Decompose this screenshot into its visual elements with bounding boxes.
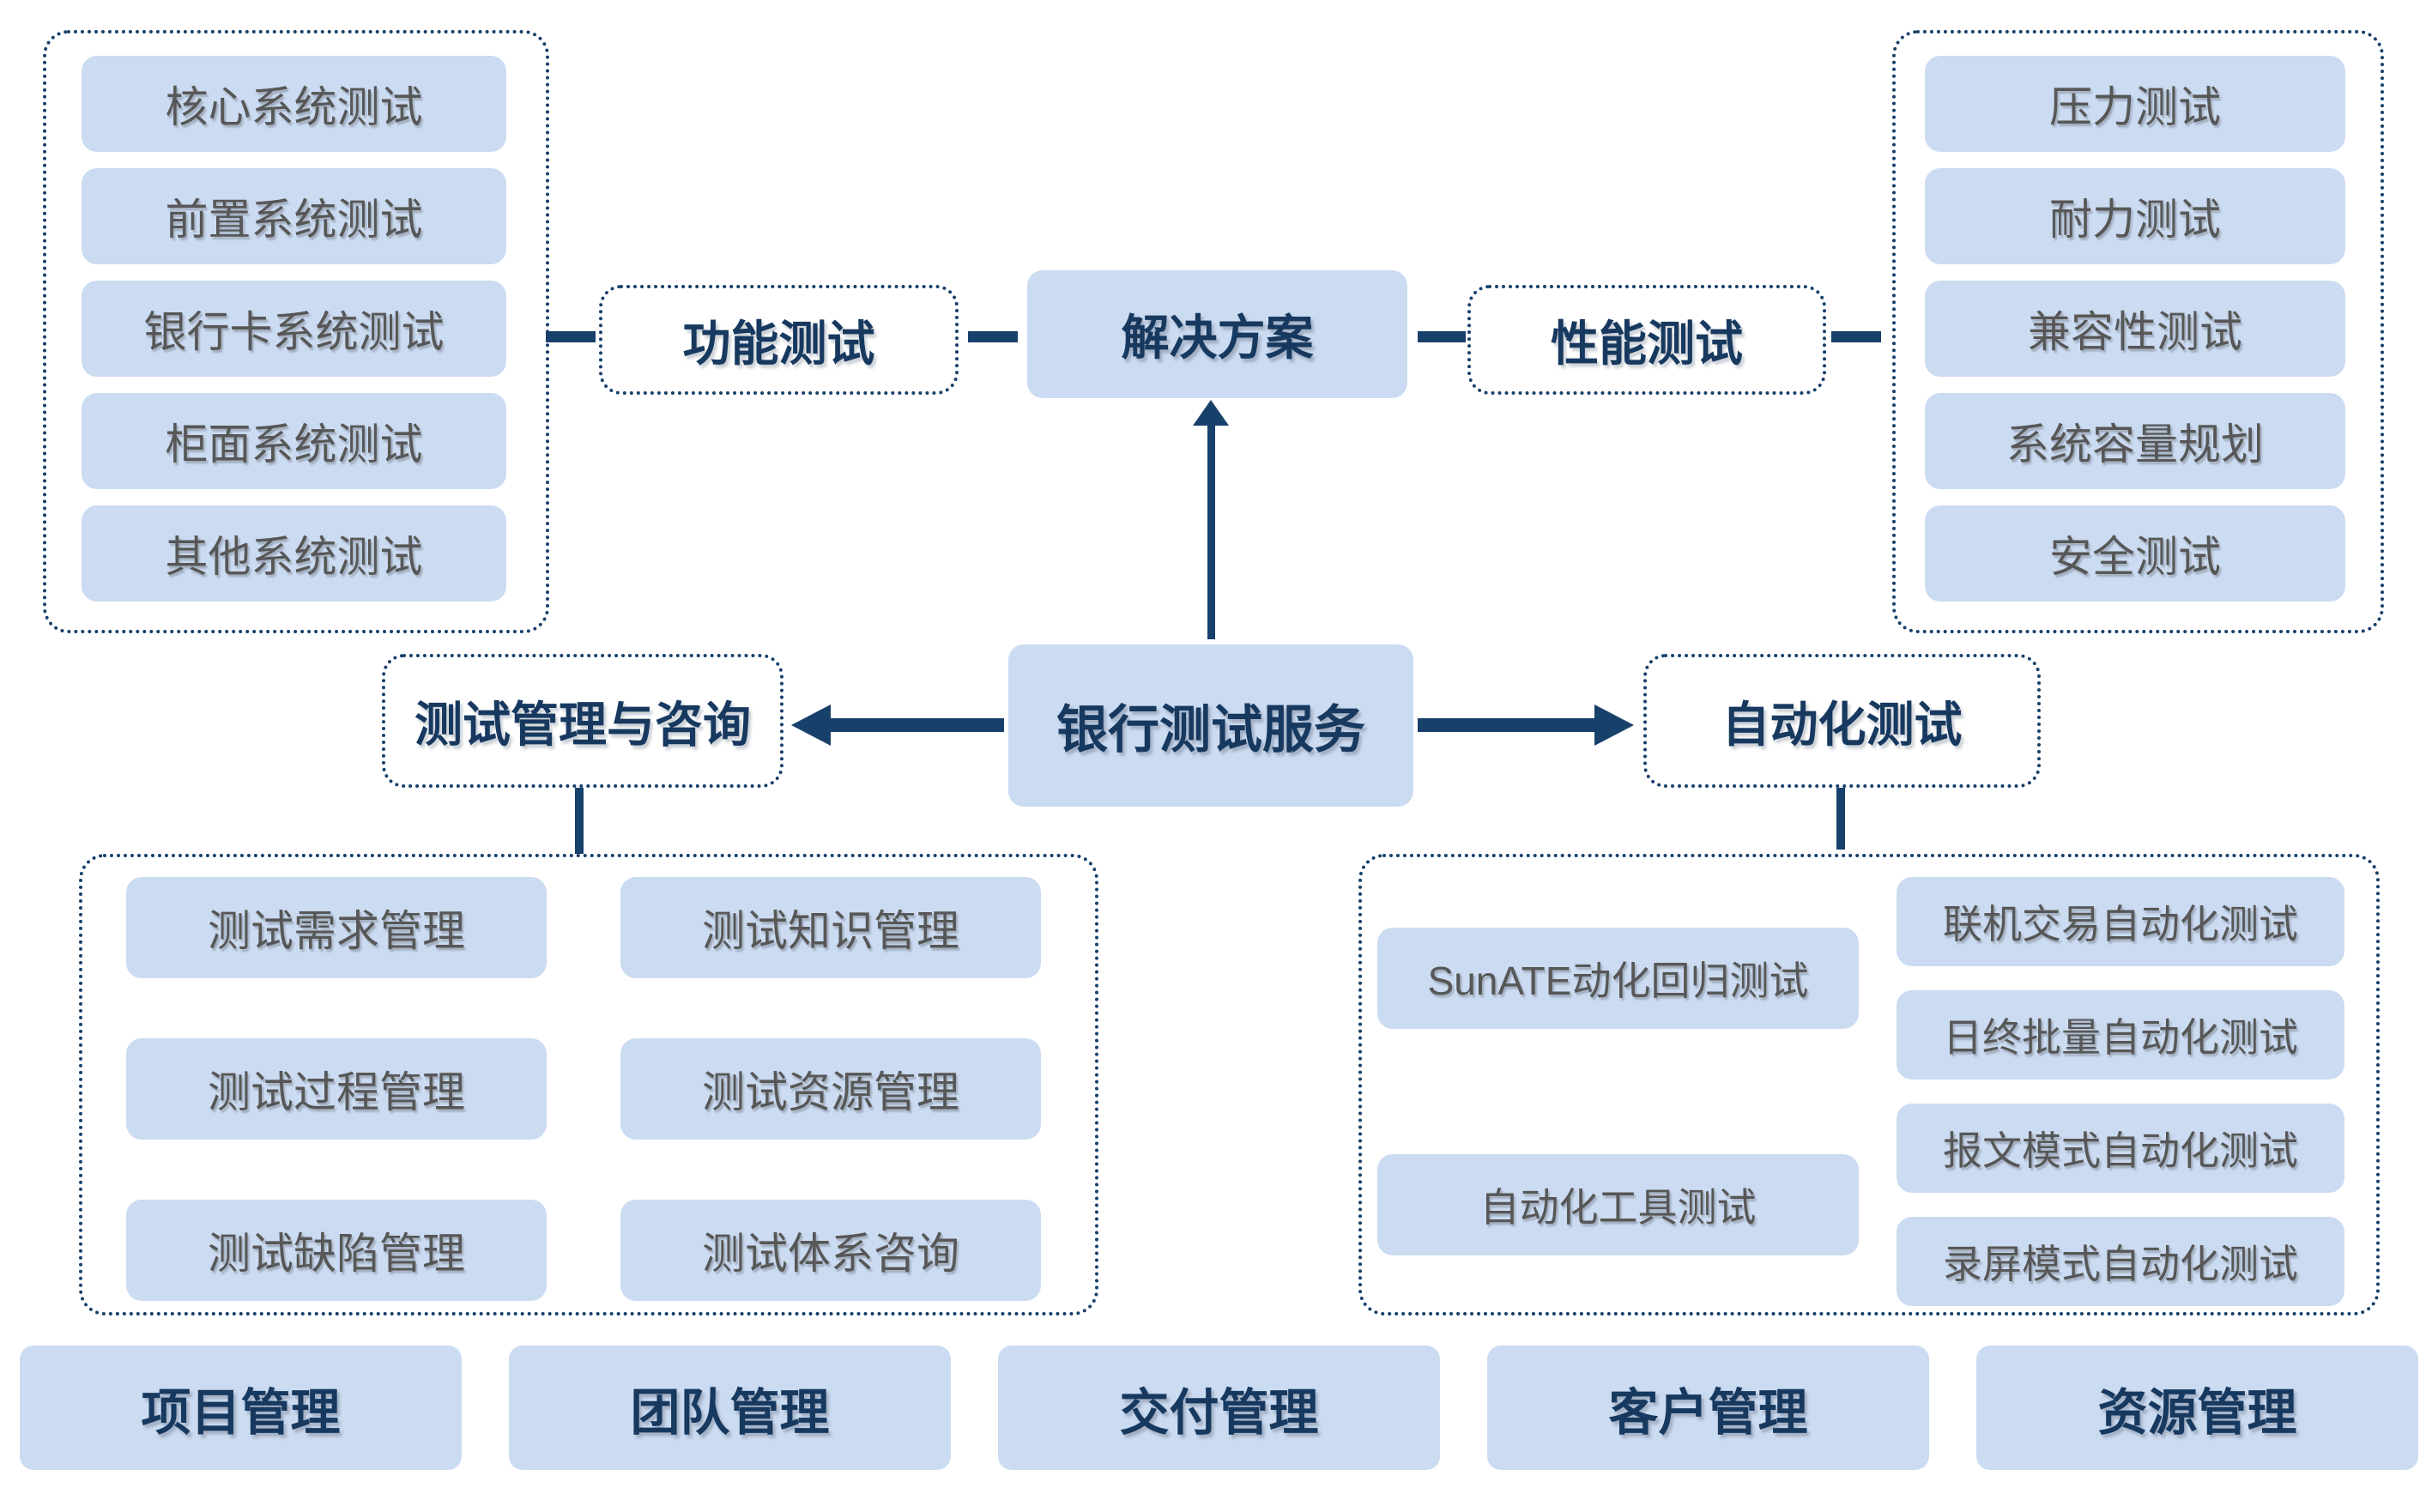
arrow-up-shaft bbox=[1207, 422, 1215, 639]
footer-box-resource: 资源管理 bbox=[1976, 1346, 2418, 1470]
automation-item: 联机交易自动化测试 bbox=[1897, 877, 2344, 966]
arrow-right-shaft bbox=[1418, 718, 1594, 732]
automation-node: 自动化测试 bbox=[1643, 654, 2041, 788]
management-stub-line bbox=[575, 788, 584, 854]
automation-stub-line bbox=[1836, 788, 1845, 850]
functional-item: 银行卡系统测试 bbox=[82, 281, 506, 377]
arrow-left-head bbox=[791, 705, 831, 746]
connector-dash bbox=[546, 331, 596, 342]
performance-item: 兼容性测试 bbox=[1925, 281, 2345, 377]
footer-box-project: 项目管理 bbox=[20, 1346, 462, 1470]
arrow-up-head bbox=[1193, 400, 1229, 426]
automation-item: 自动化工具测试 bbox=[1377, 1154, 1859, 1255]
arrow-right-head bbox=[1594, 705, 1634, 746]
management-item: 测试需求管理 bbox=[126, 877, 547, 978]
root-node: 银行测试服务 bbox=[1008, 644, 1413, 807]
performance-item: 耐力测试 bbox=[1925, 168, 2345, 264]
management-item: 测试过程管理 bbox=[126, 1038, 547, 1140]
arrow-left-shaft bbox=[827, 718, 1004, 732]
connector-dash bbox=[1418, 331, 1466, 342]
footer-box-team: 团队管理 bbox=[509, 1346, 951, 1470]
automation-item: SunATE动化回归测试 bbox=[1377, 928, 1859, 1029]
management-node: 测试管理与咨询 bbox=[382, 654, 783, 788]
performance-item: 安全测试 bbox=[1925, 505, 2345, 602]
solution-node: 解决方案 bbox=[1027, 270, 1407, 398]
functional-item: 前置系统测试 bbox=[82, 168, 506, 264]
functional-item: 核心系统测试 bbox=[82, 56, 506, 152]
footer-box-customer: 客户管理 bbox=[1487, 1346, 1929, 1470]
functional-test-node: 功能测试 bbox=[599, 285, 959, 395]
performance-item: 压力测试 bbox=[1925, 56, 2345, 152]
functional-item: 柜面系统测试 bbox=[82, 393, 506, 489]
automation-item: 录屏模式自动化测试 bbox=[1897, 1217, 2344, 1306]
performance-test-node: 性能测试 bbox=[1467, 285, 1826, 395]
management-item: 测试资源管理 bbox=[620, 1038, 1041, 1140]
management-item: 测试知识管理 bbox=[620, 877, 1041, 978]
automation-item: 报文模式自动化测试 bbox=[1897, 1104, 2344, 1193]
management-item: 测试缺陷管理 bbox=[126, 1200, 547, 1301]
automation-item: 日终批量自动化测试 bbox=[1897, 990, 2344, 1080]
performance-item: 系统容量规划 bbox=[1925, 393, 2345, 489]
connector-dash bbox=[1831, 331, 1881, 342]
management-item: 测试体系咨询 bbox=[620, 1200, 1041, 1301]
functional-item: 其他系统测试 bbox=[82, 505, 506, 602]
footer-box-delivery: 交付管理 bbox=[998, 1346, 1440, 1470]
connector-dash bbox=[968, 331, 1018, 342]
